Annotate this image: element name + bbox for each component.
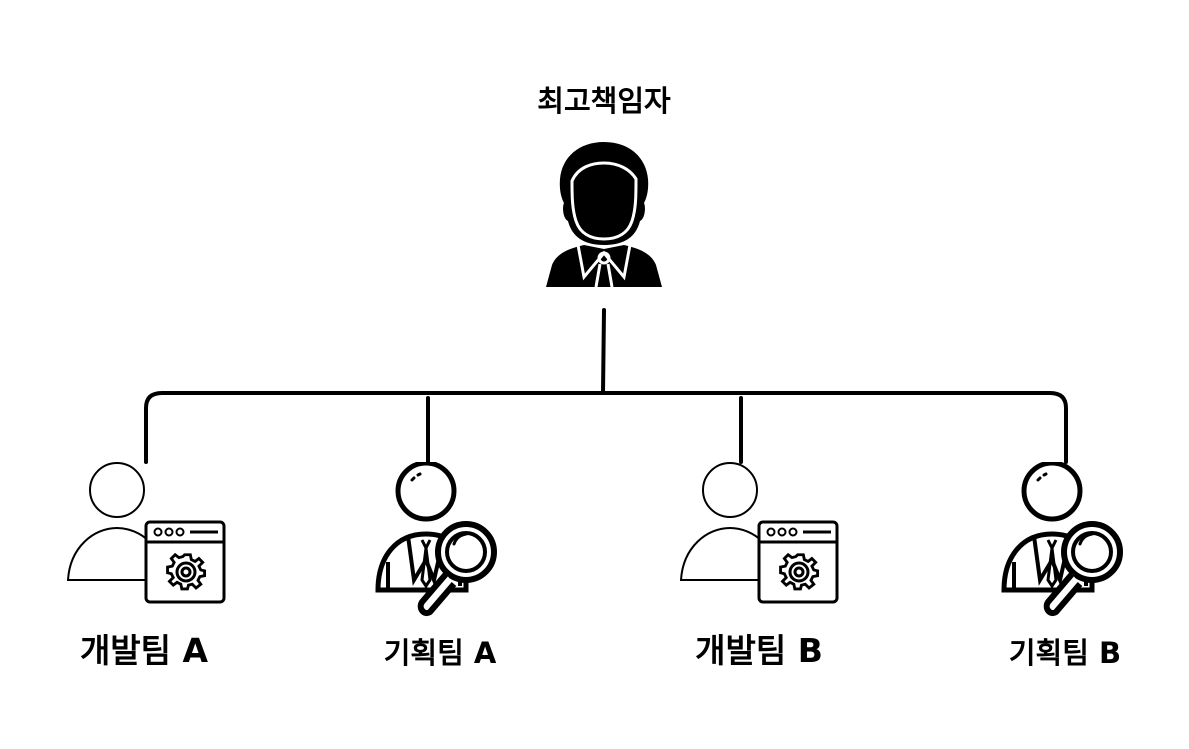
connector-lines (144, 308, 1068, 464)
executive-icon (544, 140, 664, 289)
horizontal-branch (144, 391, 1068, 464)
planner-icon (378, 463, 494, 613)
team-label-plan-a: 기획팀 A (383, 636, 497, 670)
developer-icon (66, 462, 226, 604)
root-connector (601, 308, 606, 395)
team-label-dev-b: 개발팀 B (695, 631, 823, 670)
team-label-plan-b: 기획팀 B (1008, 636, 1122, 670)
team-label-dev-a: 개발팀 A (79, 631, 209, 670)
developer-icon (679, 462, 839, 604)
root-label: 최고책임자 (537, 84, 671, 118)
planner-icon (1004, 463, 1120, 613)
